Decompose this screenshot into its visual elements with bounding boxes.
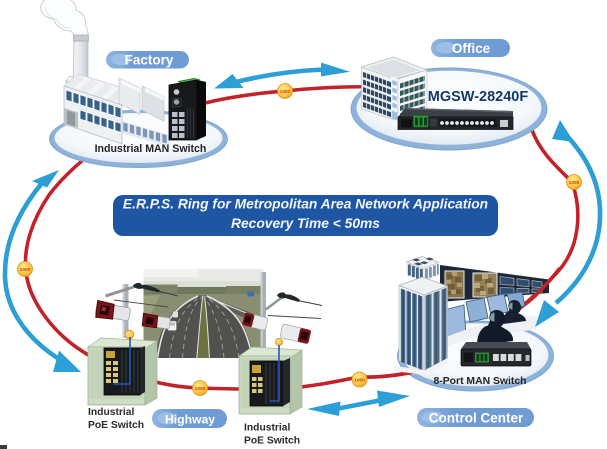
svg-text:Highway: Highway — [165, 413, 215, 427]
svg-text:1000: 1000 — [20, 267, 31, 273]
svg-text:Office: Office — [452, 41, 491, 56]
svg-text:Factory: Factory — [125, 53, 174, 68]
svg-text:Industrial: Industrial — [88, 407, 134, 418]
svg-text:Recovery Time < 50ms: Recovery Time < 50ms — [231, 216, 380, 231]
svg-text:1000: 1000 — [280, 89, 291, 95]
svg-text:8-Port MAN Switch: 8-Port MAN Switch — [434, 376, 527, 387]
svg-text:1000: 1000 — [195, 386, 206, 392]
svg-text:MGSW-28240F: MGSW-28240F — [428, 89, 529, 105]
svg-text:Control Center: Control Center — [429, 411, 524, 426]
svg-text:PoE Switch: PoE Switch — [88, 420, 144, 431]
svg-text:1000: 1000 — [354, 378, 365, 384]
svg-text:Industrial MAN Switch: Industrial MAN Switch — [95, 143, 207, 155]
svg-text:Industrial: Industrial — [244, 423, 290, 434]
svg-text:1000: 1000 — [569, 180, 580, 186]
svg-text:PoE Switch: PoE Switch — [244, 436, 300, 447]
svg-text:E.R.P.S. Ring for Metropolitan: E.R.P.S. Ring for Metropolitan Area Netw… — [123, 197, 488, 212]
